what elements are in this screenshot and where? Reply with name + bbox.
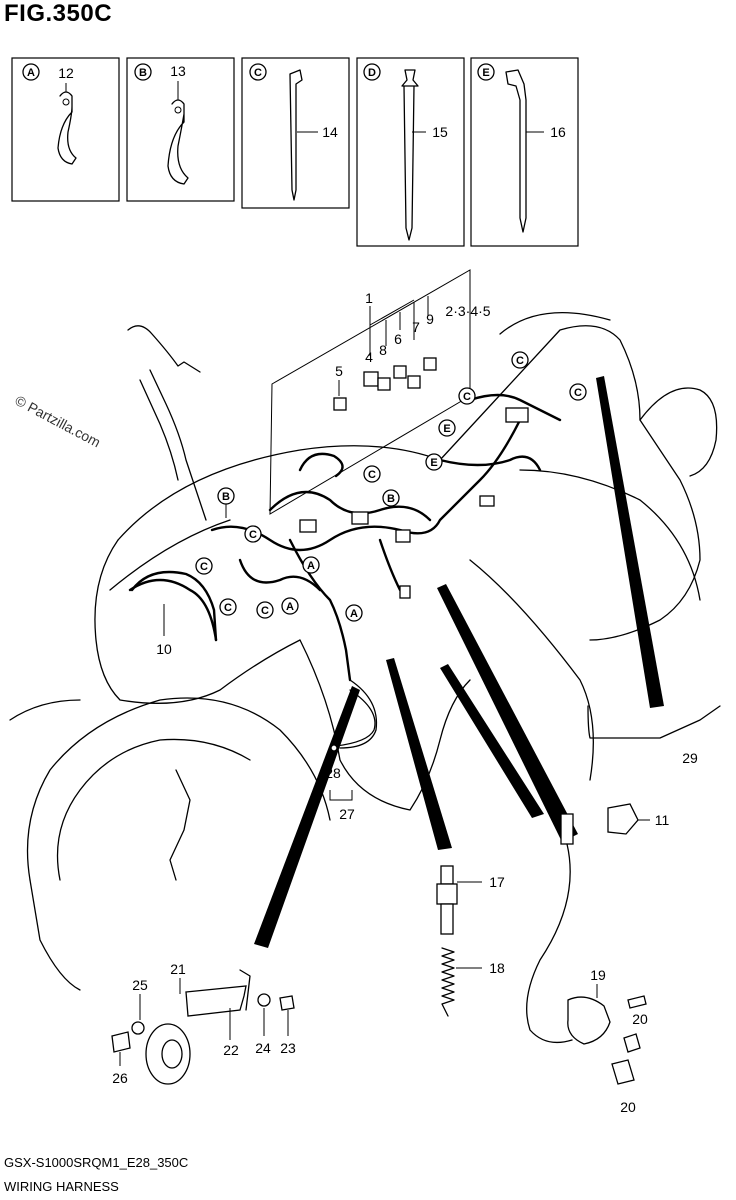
callout-8: 8 [379, 342, 387, 358]
part-17-switch[interactable] [436, 865, 458, 935]
callout-24: 24 [255, 1040, 271, 1056]
part-29-cable[interactable] [587, 705, 721, 739]
part-21-horn[interactable] [145, 969, 251, 1085]
callout-9: 9 [426, 311, 434, 327]
callout-5: 5 [335, 363, 343, 379]
figure-title: FIG.350C [4, 0, 113, 27]
motorcycle-outline [9, 311, 718, 991]
clamp-box-d-letter: D [368, 67, 376, 79]
relay-9[interactable] [423, 357, 437, 371]
relay-5[interactable] [333, 397, 347, 411]
svg-text:A: A [307, 560, 315, 572]
part-19-sensor[interactable] [526, 813, 611, 1045]
svg-text:E: E [443, 423, 450, 435]
clamp-box-b-letter: B [139, 67, 147, 79]
callout-18: 18 [489, 960, 505, 976]
clamp-box-e[interactable]: E 16 [470, 57, 579, 247]
svg-text:B: B [222, 491, 230, 503]
part-18-spring[interactable] [441, 947, 455, 1017]
svg-text:C: C [463, 391, 471, 403]
callout-28: 28 [325, 765, 341, 781]
svg-text:A: A [286, 601, 294, 613]
washer-24[interactable] [257, 993, 271, 1007]
callout-20-upper: 20 [632, 1011, 648, 1027]
callout-29: 29 [682, 750, 698, 766]
svg-text:B: B [387, 493, 395, 505]
callout-4: 4 [365, 349, 373, 365]
clamp-box-a-letter: A [27, 67, 35, 79]
relay-6[interactable] [393, 365, 407, 379]
cable-tie-e-icon [505, 69, 527, 233]
clamp-b-icon [167, 99, 189, 185]
bolt-23[interactable] [279, 995, 295, 1011]
clamp-box-e-letter: E [482, 67, 489, 79]
bolt-20a[interactable] [623, 995, 647, 1053]
callout-11: 11 [655, 812, 670, 828]
cable-tie-d-icon [401, 69, 419, 241]
relay-8[interactable] [377, 377, 391, 391]
clamp-box-c[interactable]: C 14 [241, 57, 350, 209]
callout-25: 25 [132, 977, 148, 993]
part-10-harness-branch[interactable] [130, 570, 218, 642]
svg-text:E: E [430, 457, 437, 469]
clamp-box-d-part: 15 [432, 124, 448, 140]
callout-6: 6 [394, 331, 402, 347]
svg-text:C: C [516, 355, 524, 367]
relay-4[interactable] [363, 371, 379, 387]
figure-subtitle: WIRING HARNESS [4, 1179, 119, 1194]
bolt-20b[interactable] [611, 1059, 635, 1085]
leader-wedges [254, 376, 664, 948]
callout-19: 19 [590, 967, 606, 983]
callout-7: 7 [412, 319, 420, 335]
callout-2-5: 2·3·4·5 [445, 303, 490, 319]
svg-text:C: C [200, 561, 208, 573]
harness-clamp-markers: B C C C C A A A C B E E C C C [195, 351, 587, 622]
clamp-box-a[interactable]: A 12 [11, 57, 120, 202]
clamp-box-b-part: 13 [170, 63, 186, 79]
clamp-box-c-letter: C [254, 67, 262, 79]
svg-text:C: C [261, 605, 269, 617]
clamp-box-d[interactable]: D 15 [356, 57, 465, 247]
callout-1: 1 [365, 290, 373, 306]
clamp-box-a-part: 12 [58, 65, 74, 81]
callout-22: 22 [223, 1042, 239, 1058]
callout-23: 23 [280, 1040, 296, 1056]
callout-21: 21 [170, 961, 186, 977]
washer-25[interactable] [131, 1021, 145, 1035]
relay-callout-group: 1 2·3·4·5 8 6 7 9 4 5 [269, 269, 491, 515]
wiring-harness-bundle[interactable] [128, 393, 562, 749]
callout-20-lower: 20 [620, 1099, 636, 1115]
part-28-lead[interactable] [335, 689, 376, 747]
svg-text:C: C [574, 387, 582, 399]
relay-7[interactable] [407, 375, 421, 389]
clamp-box-c-part: 14 [322, 124, 338, 140]
callout-10: 10 [156, 641, 172, 657]
clamp-box-e-part: 16 [550, 124, 566, 140]
figure-code: GSX-S1000SRQM1_E28_350C [4, 1155, 189, 1170]
callout-17: 17 [489, 874, 505, 890]
svg-text:C: C [249, 529, 257, 541]
clamp-a-icon [57, 91, 77, 165]
callout-26: 26 [112, 1070, 128, 1086]
svg-text:C: C [224, 602, 232, 614]
clamp-box-b[interactable]: B 13 [126, 57, 235, 202]
svg-text:A: A [350, 608, 358, 620]
callout-27: 27 [339, 806, 355, 822]
bolt-26[interactable] [111, 1031, 131, 1053]
svg-text:C: C [368, 469, 376, 481]
cable-tie-c-icon [289, 69, 303, 201]
part-11-cap[interactable] [607, 803, 639, 835]
